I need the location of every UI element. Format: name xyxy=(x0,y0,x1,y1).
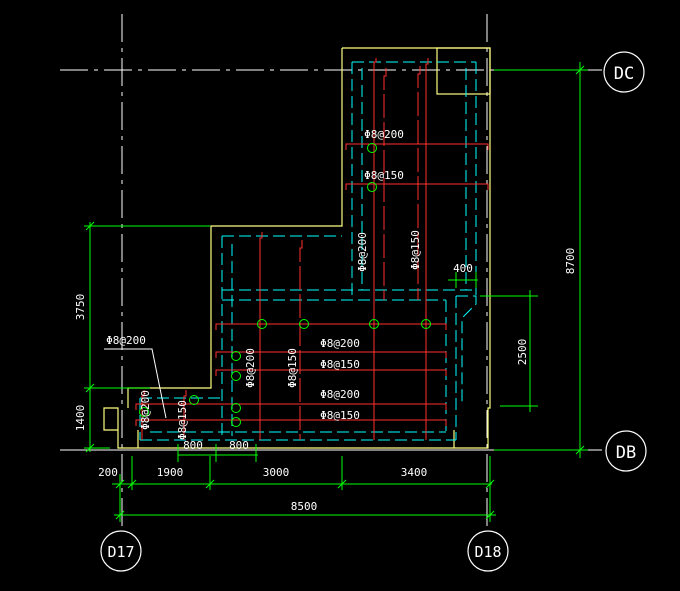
axis-label-dc: DC xyxy=(614,64,634,84)
label-top-h150: Φ8@150 xyxy=(364,169,404,182)
tick-l1 xyxy=(85,221,95,231)
dim-text-1900: 1900 xyxy=(157,466,184,479)
outline-step xyxy=(127,48,343,408)
axis-label-d17: D17 xyxy=(107,543,134,561)
rebar-top-vertical-1 xyxy=(373,58,377,300)
rebar-mid-vertical-2 xyxy=(299,240,303,440)
axis-bubble-d17: D17 xyxy=(100,530,142,572)
tick-t1 xyxy=(115,510,125,520)
marker-top-h200 xyxy=(367,143,377,153)
tick-l2 xyxy=(85,383,95,393)
dim-text-3750: 3750 xyxy=(74,294,87,321)
rebar-top-vertical-2 xyxy=(383,68,387,300)
axis-bubble-db: DB xyxy=(605,430,647,472)
axis-lines xyxy=(60,14,602,530)
rebar-low-h200 xyxy=(135,403,447,410)
label-mid-h150: Φ8@150 xyxy=(320,358,360,371)
beam-right-step xyxy=(456,295,477,406)
dim-text-8700: 8700 xyxy=(564,248,577,275)
label-top-v150: Φ8@150 xyxy=(409,230,422,270)
rebar-mid-h200 xyxy=(215,323,447,330)
rebar-top-vertical-3 xyxy=(425,58,429,300)
tick-r1 xyxy=(575,65,585,75)
dim-text-800b: 800 xyxy=(229,439,249,452)
marker-top-h150 xyxy=(367,182,377,192)
dim-text-2500: 2500 xyxy=(516,339,529,366)
dim-text-400: 400 xyxy=(453,262,473,275)
marker-mid-3 xyxy=(369,319,379,329)
axis-bubble-d18: D18 xyxy=(467,530,509,572)
outline-opening xyxy=(436,47,491,95)
rebar-lines xyxy=(135,58,489,440)
dim-text-3400: 3400 xyxy=(401,466,428,479)
dim-text-800a: 800 xyxy=(183,439,203,452)
axis-label-d18: D18 xyxy=(474,543,501,561)
outline-main xyxy=(103,47,491,449)
dim-text-1400: 1400 xyxy=(74,405,87,432)
label-mid-v150: Φ8@150 xyxy=(286,348,299,388)
label-top-h200: Φ8@200 xyxy=(364,128,404,141)
tick-b4 xyxy=(337,479,347,489)
rebar-left-vertical-1 xyxy=(141,390,145,440)
marker-left-1 xyxy=(139,407,149,417)
marker-mid-4 xyxy=(421,319,431,329)
label-left-v200: Φ8@200 xyxy=(139,390,152,430)
dim-text-3000: 3000 xyxy=(263,466,290,479)
rebar-label-texts: Φ8@200 Φ8@150 Φ8@200 Φ8@150 Φ8@200 Φ8@15… xyxy=(106,128,422,440)
label-low-h200: Φ8@200 xyxy=(320,388,360,401)
dimension-lines xyxy=(84,62,588,522)
rebar-markers xyxy=(139,143,431,427)
marker-left-2 xyxy=(189,395,199,405)
rebar-mid-h150b xyxy=(215,369,447,376)
axis-label-db: DB xyxy=(616,443,636,463)
tick-b3 xyxy=(205,479,215,489)
rebar-top-h150 xyxy=(345,183,489,190)
slab-outline xyxy=(103,47,491,449)
tick-b2 xyxy=(127,479,137,489)
rebar-top-h200 xyxy=(345,143,489,150)
rebar-top-vertical-4 xyxy=(417,66,421,300)
tick-t2 xyxy=(485,510,495,520)
label-left-v150: Φ8@150 xyxy=(176,400,189,440)
marker-low-1 xyxy=(231,403,241,413)
marker-low-2 xyxy=(231,417,241,427)
label-low-h150: Φ8@150 xyxy=(320,409,360,422)
tick-b5 xyxy=(485,479,495,489)
tick-l3 xyxy=(85,443,95,453)
hidden-beams xyxy=(139,61,477,441)
label-leader-line xyxy=(104,348,167,419)
marker-mid-5 xyxy=(231,351,241,361)
label-top-v200: Φ8@200 xyxy=(356,232,369,272)
label-left-lead: Φ8@200 xyxy=(106,334,146,347)
dim-text-200: 200 xyxy=(98,466,118,479)
label-mid-h200: Φ8@200 xyxy=(320,337,360,350)
marker-mid-6 xyxy=(231,371,241,381)
axis-bubble-dc: DC xyxy=(603,51,645,93)
dimension-texts: 200 1900 3000 3400 8500 800 800 400 8700… xyxy=(74,248,577,513)
marker-mid-1 xyxy=(257,319,267,329)
tick-r2 xyxy=(575,445,585,455)
rebar-low-h150 xyxy=(135,419,447,426)
rebar-mid-h150 xyxy=(215,351,447,358)
label-mid-v200: Φ8@200 xyxy=(244,348,257,388)
marker-mid-2 xyxy=(299,319,309,329)
rebar-left-vertical-2 xyxy=(183,390,187,440)
tick-b1 xyxy=(115,479,125,489)
dim-text-8500: 8500 xyxy=(291,500,318,513)
rebar-mid-vertical-1 xyxy=(259,232,263,440)
